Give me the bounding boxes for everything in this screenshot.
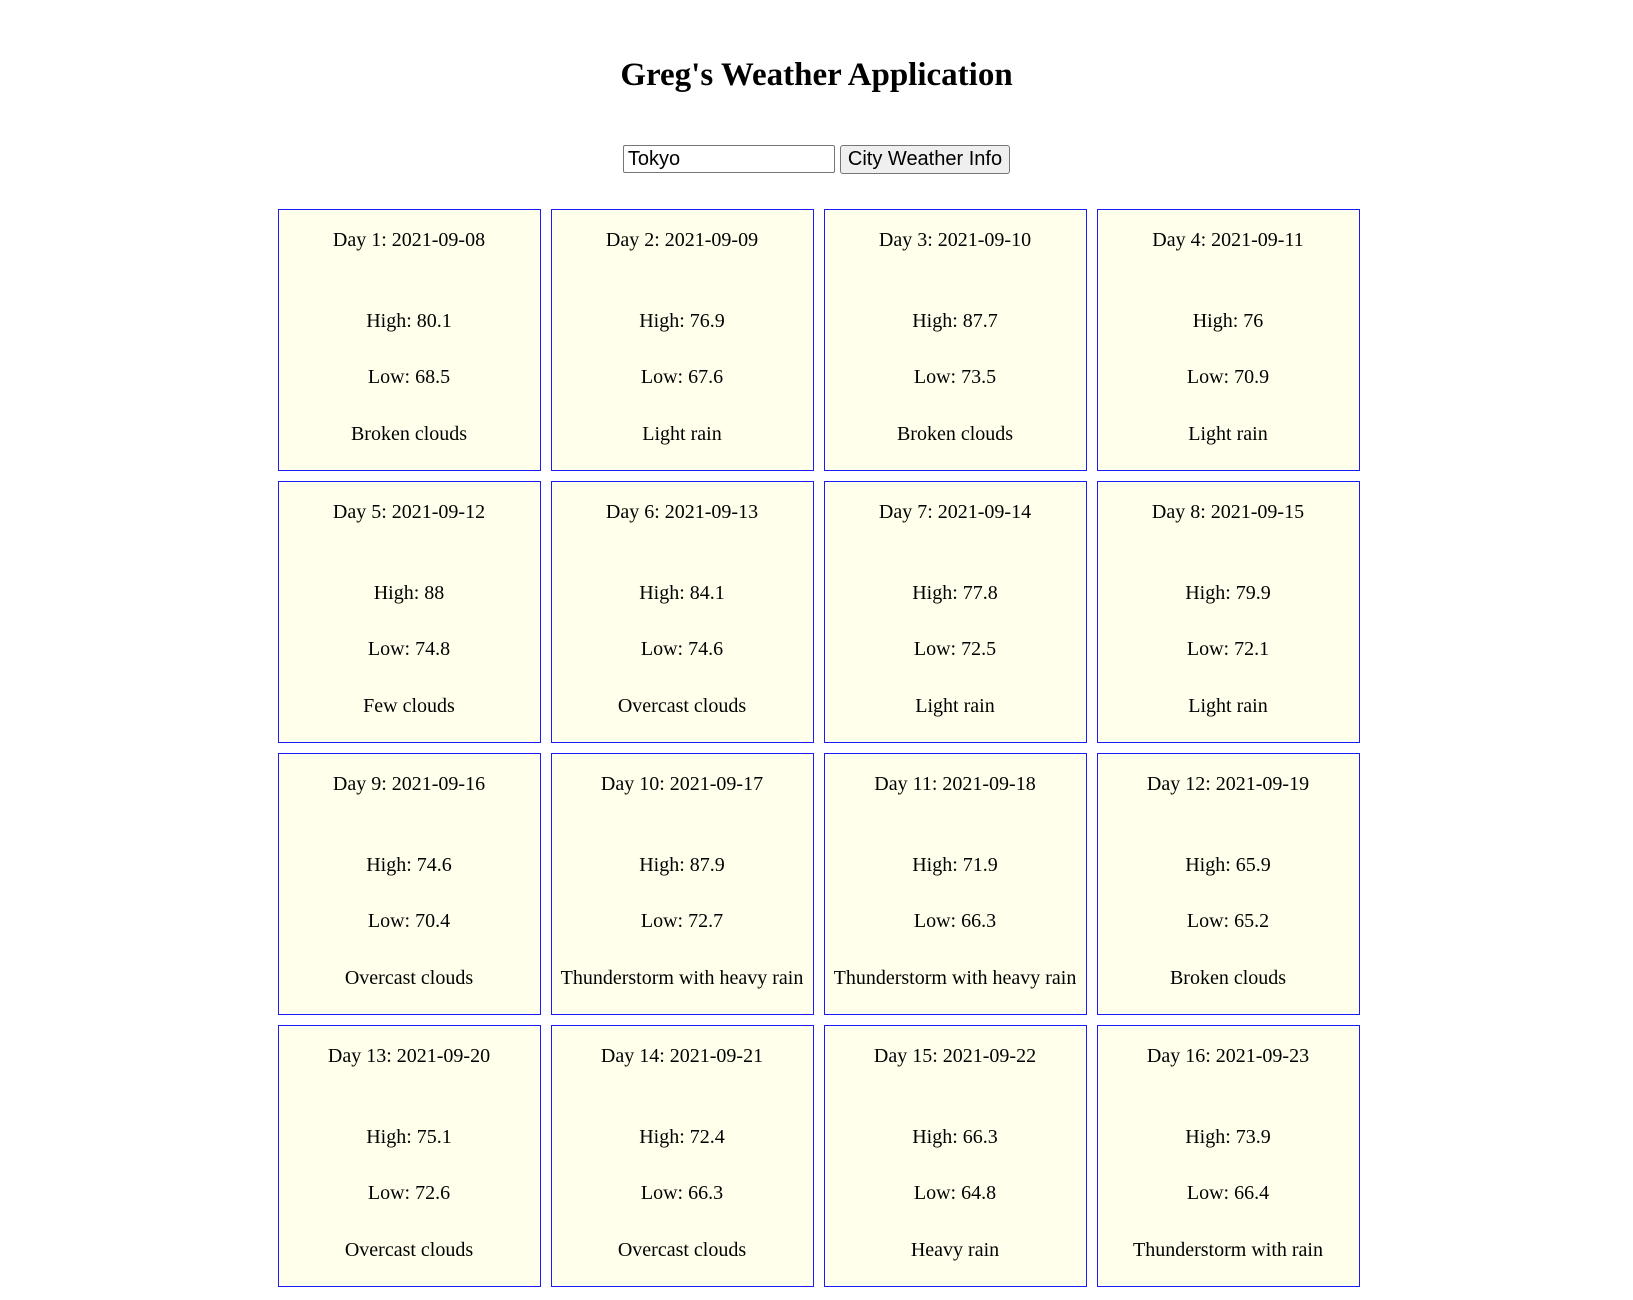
card-high: High: 87.9 bbox=[639, 854, 725, 876]
card-date: Day 3: 2021-09-10 bbox=[878, 229, 1032, 251]
card-high: High: 71.9 bbox=[912, 854, 998, 876]
card-low: Low: 64.8 bbox=[913, 1182, 997, 1204]
forecast-card: Day 7: 2021-09-14 High: 77.8 Low: 72.5 L… bbox=[823, 481, 1087, 743]
card-low: Low: 67.6 bbox=[640, 366, 724, 388]
card-description: Thunderstorm with heavy rain bbox=[560, 967, 804, 989]
card-high: High: 77.8 bbox=[912, 582, 998, 604]
forecast-grid: Day 1: 2021-09-08 High: 80.1 Low: 68.5 B… bbox=[142, 209, 1495, 1287]
card-low: Low: 73.5 bbox=[913, 366, 997, 388]
card-high: High: 76 bbox=[1192, 310, 1264, 332]
forecast-card: Day 11: 2021-09-18 High: 71.9 Low: 66.3 … bbox=[823, 753, 1087, 1015]
card-date: Day 7: 2021-09-14 bbox=[878, 501, 1032, 523]
card-low: Low: 74.6 bbox=[640, 638, 724, 660]
card-low: Low: 66.3 bbox=[640, 1182, 724, 1204]
forecast-card: Day 13: 2021-09-20 High: 75.1 Low: 72.6 … bbox=[277, 1025, 541, 1287]
card-high: High: 72.4 bbox=[639, 1126, 725, 1148]
forecast-card: Day 15: 2021-09-22 High: 66.3 Low: 64.8 … bbox=[823, 1025, 1087, 1287]
card-date: Day 6: 2021-09-13 bbox=[605, 501, 759, 523]
card-date: Day 5: 2021-09-12 bbox=[332, 501, 486, 523]
card-date: Day 1: 2021-09-08 bbox=[332, 229, 486, 251]
card-high: High: 65.9 bbox=[1185, 854, 1271, 876]
forecast-card: Day 2: 2021-09-09 High: 76.9 Low: 67.6 L… bbox=[550, 209, 814, 471]
card-high: High: 80.1 bbox=[366, 310, 452, 332]
card-description: Thunderstorm with heavy rain bbox=[833, 967, 1077, 989]
card-description: Few clouds bbox=[363, 695, 455, 717]
card-date: Day 14: 2021-09-21 bbox=[600, 1045, 764, 1067]
forecast-card: Day 6: 2021-09-13 High: 84.1 Low: 74.6 O… bbox=[550, 481, 814, 743]
forecast-card: Day 16: 2021-09-23 High: 73.9 Low: 66.4 … bbox=[1096, 1025, 1360, 1287]
forecast-card: Day 8: 2021-09-15 High: 79.9 Low: 72.1 L… bbox=[1096, 481, 1360, 743]
card-high: High: 74.6 bbox=[366, 854, 452, 876]
card-description: Thunderstorm with rain bbox=[1133, 1239, 1323, 1261]
card-description: Light rain bbox=[1188, 695, 1268, 717]
card-description: Light rain bbox=[1188, 423, 1268, 445]
card-high: High: 76.9 bbox=[639, 310, 725, 332]
forecast-card: Day 12: 2021-09-19 High: 65.9 Low: 65.2 … bbox=[1096, 753, 1360, 1015]
card-date: Day 15: 2021-09-22 bbox=[873, 1045, 1037, 1067]
forecast-card: Day 1: 2021-09-08 High: 80.1 Low: 68.5 B… bbox=[277, 209, 541, 471]
forecast-card: Day 5: 2021-09-12 High: 88 Low: 74.8 Few… bbox=[277, 481, 541, 743]
card-date: Day 13: 2021-09-20 bbox=[327, 1045, 491, 1067]
card-low: Low: 72.6 bbox=[367, 1182, 451, 1204]
card-description: Light rain bbox=[642, 423, 722, 445]
forecast-card: Day 14: 2021-09-21 High: 72.4 Low: 66.3 … bbox=[550, 1025, 814, 1287]
card-date: Day 12: 2021-09-19 bbox=[1146, 773, 1310, 795]
card-high: High: 75.1 bbox=[366, 1126, 452, 1148]
card-high: High: 73.9 bbox=[1185, 1126, 1271, 1148]
card-high: High: 88 bbox=[373, 582, 445, 604]
card-description: Overcast clouds bbox=[617, 1239, 747, 1261]
forecast-card: Day 10: 2021-09-17 High: 87.9 Low: 72.7 … bbox=[550, 753, 814, 1015]
forecast-card: Day 9: 2021-09-16 High: 74.6 Low: 70.4 O… bbox=[277, 753, 541, 1015]
card-date: Day 4: 2021-09-11 bbox=[1152, 229, 1304, 251]
card-description: Broken clouds bbox=[896, 423, 1014, 445]
card-high: High: 79.9 bbox=[1185, 582, 1271, 604]
page-title: Greg's Weather Application bbox=[620, 57, 1013, 93]
card-high: High: 66.3 bbox=[912, 1126, 998, 1148]
card-date: Day 11: 2021-09-18 bbox=[874, 773, 1036, 795]
city-input[interactable] bbox=[622, 145, 835, 173]
card-description: Overcast clouds bbox=[344, 1239, 474, 1261]
card-low: Low: 74.8 bbox=[367, 638, 451, 660]
card-date: Day 9: 2021-09-16 bbox=[332, 773, 486, 795]
card-low: Low: 72.1 bbox=[1186, 638, 1270, 660]
card-low: Low: 72.5 bbox=[913, 638, 997, 660]
card-low: Low: 72.7 bbox=[640, 910, 724, 932]
card-low: Low: 70.9 bbox=[1186, 366, 1270, 388]
search-bar: City Weather Info bbox=[0, 145, 1633, 174]
card-date: Day 10: 2021-09-17 bbox=[600, 773, 764, 795]
card-high: High: 87.7 bbox=[912, 310, 998, 332]
card-description: Heavy rain bbox=[910, 1239, 1000, 1261]
card-date: Day 2: 2021-09-09 bbox=[605, 229, 759, 251]
card-low: Low: 70.4 bbox=[367, 910, 451, 932]
card-description: Broken clouds bbox=[350, 423, 468, 445]
card-description: Overcast clouds bbox=[617, 695, 747, 717]
card-date: Day 16: 2021-09-23 bbox=[1146, 1045, 1310, 1067]
forecast-card: Day 3: 2021-09-10 High: 87.7 Low: 73.5 B… bbox=[823, 209, 1087, 471]
card-description: Broken clouds bbox=[1169, 967, 1287, 989]
card-low: Low: 65.2 bbox=[1186, 910, 1270, 932]
card-description: Overcast clouds bbox=[344, 967, 474, 989]
card-low: Low: 68.5 bbox=[367, 366, 451, 388]
card-date: Day 8: 2021-09-15 bbox=[1151, 501, 1305, 523]
card-high: High: 84.1 bbox=[639, 582, 725, 604]
card-description: Light rain bbox=[915, 695, 995, 717]
city-weather-info-button[interactable]: City Weather Info bbox=[839, 145, 1011, 174]
card-low: Low: 66.3 bbox=[913, 910, 997, 932]
forecast-card: Day 4: 2021-09-11 High: 76 Low: 70.9 Lig… bbox=[1096, 209, 1360, 471]
card-low: Low: 66.4 bbox=[1186, 1182, 1270, 1204]
